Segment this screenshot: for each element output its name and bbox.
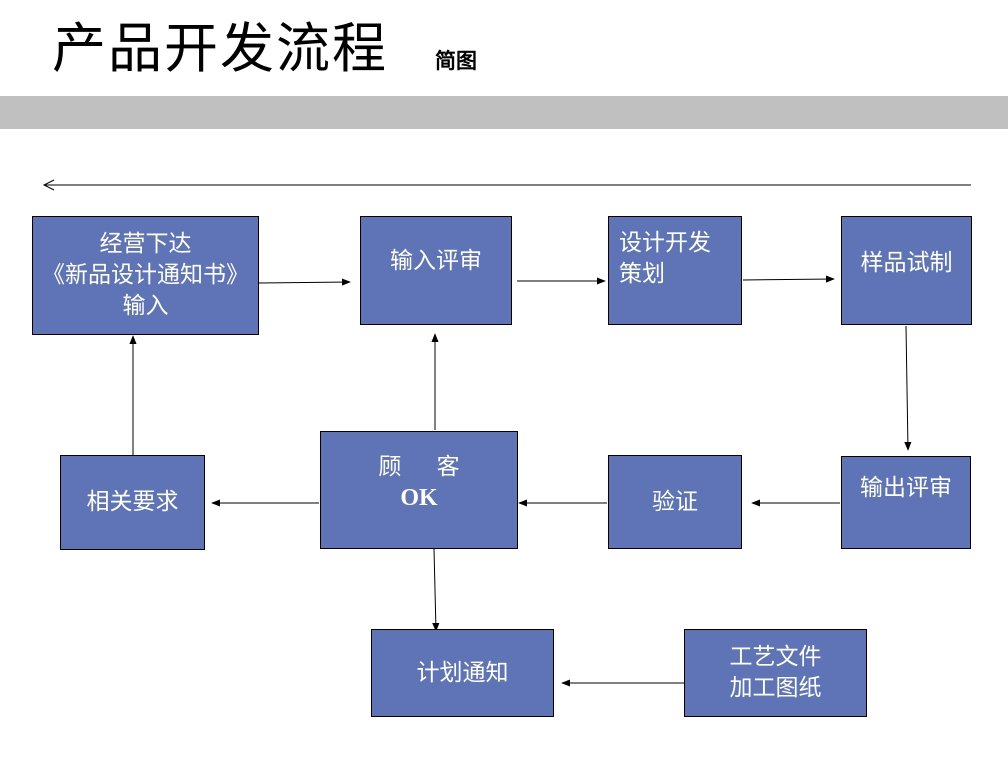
node-plan-notice-label: 计划通知	[416, 659, 509, 686]
page-title: 产品开发流程	[52, 17, 388, 80]
arrow-customer-to-plan	[432, 548, 440, 632]
node-output-review-label: 输出评审	[860, 475, 952, 501]
arrow-planning-to-sample	[742, 275, 835, 283]
node-design-planning: 设计开发 策划	[608, 216, 742, 325]
node-input-review-label: 输入评审	[390, 248, 482, 274]
node-process-docs-line1: 工艺文件	[729, 644, 822, 670]
node-design-planning-line1: 设计开发	[619, 229, 711, 256]
node-process-docs: 工艺文件 加工图纸	[684, 629, 867, 717]
node-input-review: 输入评审	[360, 216, 512, 325]
node-customer-ok-line1: 顾 客	[378, 454, 474, 480]
node-verification-label: 验证	[652, 488, 698, 515]
arrow-sample-to-output	[904, 325, 912, 451]
node-related-requirements-label: 相关要求	[86, 489, 179, 515]
node-business-input: 经营下达 《新品设计通知书》 输入	[32, 216, 259, 335]
node-design-planning-line2: 策划	[619, 260, 665, 287]
arrow-input-to-review	[258, 278, 351, 286]
node-customer-ok: 顾 客 OK	[320, 431, 518, 549]
node-sample-trial-label: 样品试制	[860, 250, 953, 276]
node-business-input-line1: 经营下达	[99, 231, 192, 257]
node-output-review: 输出评审	[841, 456, 971, 549]
node-related-requirements: 相关要求	[60, 455, 205, 550]
node-business-input-line2: 《新品设计通知书》	[42, 262, 249, 288]
node-process-docs-line2: 加工图纸	[729, 675, 822, 701]
header-divider-band	[0, 96, 1008, 129]
node-verification: 验证	[608, 455, 742, 549]
node-customer-ok-line2: OK	[400, 485, 438, 511]
node-plan-notice: 计划通知	[371, 629, 554, 717]
node-sample-trial: 样品试制	[841, 216, 972, 325]
page-subtitle: 简图	[435, 49, 477, 73]
node-business-input-line3: 输入	[122, 293, 169, 319]
